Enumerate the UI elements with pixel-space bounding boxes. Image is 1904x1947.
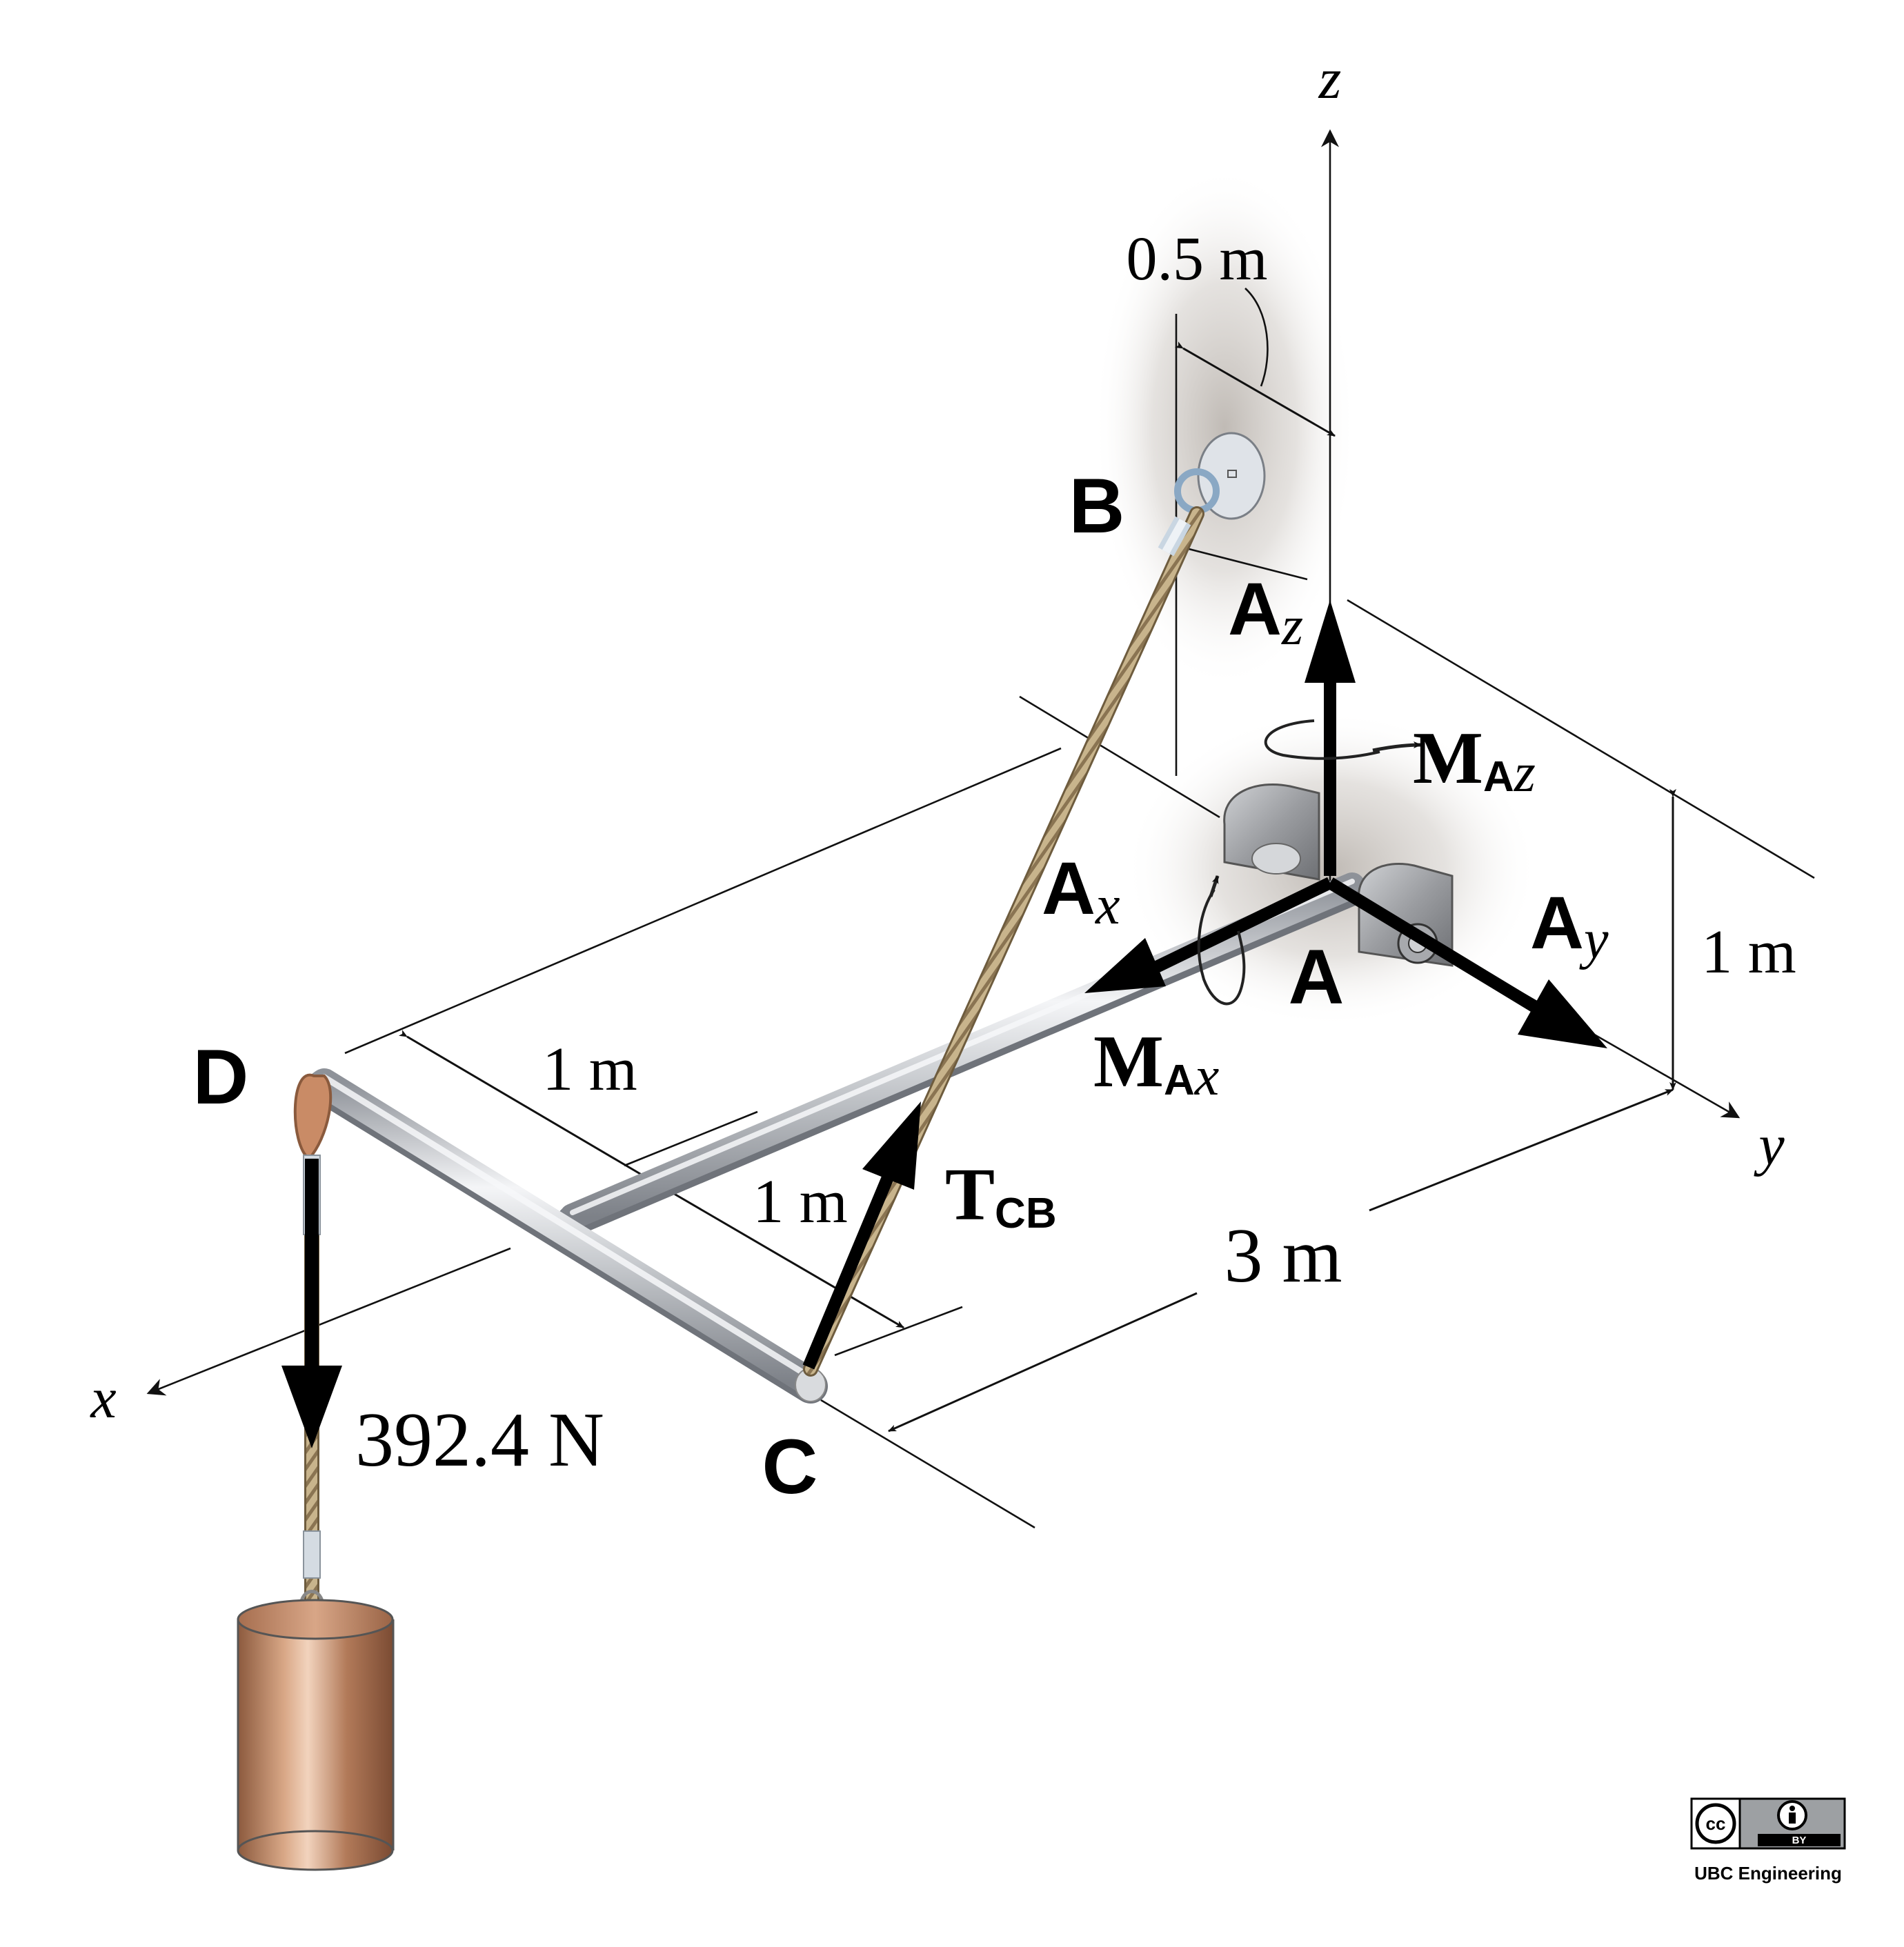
license-badge: cc BY UBC Engineering bbox=[1690, 1797, 1846, 1884]
dim-ad-outer-label: 1 m bbox=[542, 1035, 637, 1104]
weight-cylinder bbox=[237, 1599, 395, 1871]
point-b-label: B bbox=[1069, 463, 1125, 549]
force-ax-label: Ax bbox=[1042, 846, 1120, 936]
moment-az-label: MAz bbox=[1413, 717, 1536, 803]
x-axis-label: x bbox=[89, 1366, 116, 1430]
tension-cb-label: TCB bbox=[945, 1154, 1057, 1237]
moment-az-arrow bbox=[1264, 719, 1422, 760]
rope-cb bbox=[803, 506, 1204, 1377]
extension-line-a bbox=[1019, 695, 1220, 819]
dim-width-label: 3 m bbox=[1224, 1213, 1342, 1299]
point-d-label: D bbox=[193, 1034, 249, 1120]
cc-text: cc bbox=[1706, 1813, 1726, 1834]
dim-half-label: 0.5 m bbox=[1126, 225, 1267, 293]
z-axis-label: z bbox=[1318, 47, 1342, 111]
dim-width-arrow-left bbox=[888, 1292, 1198, 1432]
dim-half-arrow bbox=[1174, 341, 1336, 437]
by-text: BY bbox=[1792, 1835, 1807, 1846]
extension-line-b bbox=[1172, 543, 1308, 581]
force-ay-arrow bbox=[1327, 877, 1607, 1048]
moment-ax-arrow bbox=[1197, 875, 1246, 1006]
dim-ad-inner-arrow bbox=[650, 1178, 904, 1329]
extension-line-top bbox=[1347, 599, 1815, 879]
extension-line-c2 bbox=[834, 1306, 963, 1357]
force-ay-label: Ay bbox=[1530, 881, 1609, 970]
point-a-label: A bbox=[1289, 934, 1345, 1020]
weight-label: 392.4 N bbox=[355, 1397, 604, 1483]
dim-half-leader bbox=[1244, 288, 1269, 387]
y-axis-label: y bbox=[1753, 1113, 1785, 1177]
x-axis bbox=[146, 1247, 511, 1396]
force-weight-arrow bbox=[281, 1159, 342, 1448]
dim-height-label: 1 m bbox=[1701, 918, 1796, 986]
extension-line-d bbox=[344, 747, 1062, 1055]
org-label: UBC Engineering bbox=[1694, 1863, 1842, 1884]
moment-ax-label: MAx bbox=[1093, 1021, 1219, 1107]
dim-ad-outer-arrow bbox=[398, 1030, 653, 1182]
force-az-label: Az bbox=[1228, 567, 1303, 657]
point-c-label: C bbox=[762, 1424, 818, 1510]
force-tcb-arrow bbox=[802, 1101, 921, 1370]
bearing-left bbox=[1223, 783, 1320, 881]
dim-ad-inner-label: 1 m bbox=[753, 1168, 848, 1236]
extension-line-c bbox=[820, 1399, 1035, 1529]
eyebolt-b bbox=[1174, 432, 1266, 520]
force-az-arrow bbox=[1305, 600, 1356, 876]
rod-dc bbox=[307, 1068, 828, 1404]
cc-icon bbox=[1695, 1803, 1736, 1844]
force-ax-arrow bbox=[1084, 877, 1333, 993]
dim-width-arrow-right bbox=[1369, 1088, 1674, 1212]
